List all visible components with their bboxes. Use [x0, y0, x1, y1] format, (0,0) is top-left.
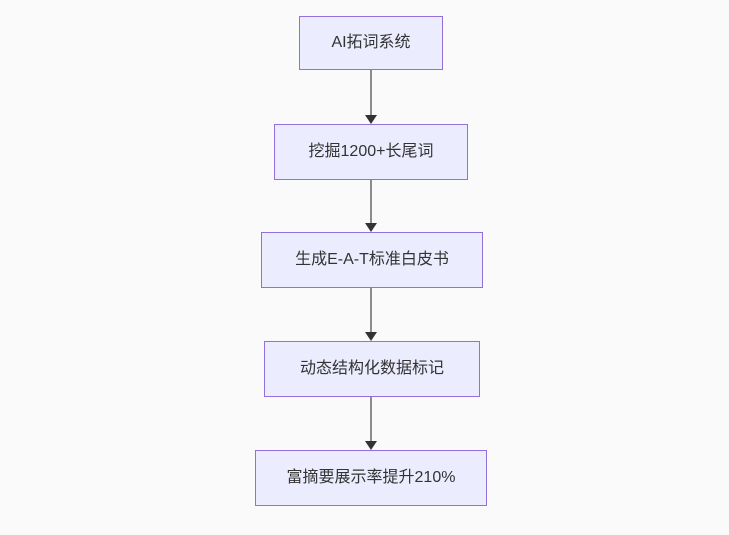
flowchart-node-rich-snippet-result: 富摘要展示率提升210%: [255, 450, 487, 506]
flow-arrow-1: [364, 70, 378, 124]
arrowhead-down-icon: [365, 115, 377, 124]
node-label: 动态结构化数据标记: [299, 360, 444, 377]
flowchart-node-ai-word-system: AI拓词系统: [299, 16, 443, 70]
flow-arrow-4: [364, 397, 378, 450]
flowchart-node-longtail-mining: 挖掘1200+长尾词: [274, 124, 468, 180]
arrowhead-down-icon: [365, 332, 377, 341]
node-label: 富摘要展示率提升210%: [286, 469, 456, 486]
flowchart-node-structured-data: 动态结构化数据标记: [264, 341, 480, 397]
arrow-line: [370, 70, 372, 115]
node-label: 生成E-A-T标准白皮书: [295, 251, 449, 268]
node-label: AI拓词系统: [331, 34, 411, 51]
arrow-line: [370, 288, 372, 332]
flow-arrow-2: [364, 180, 378, 232]
arrow-line: [370, 180, 372, 223]
flow-arrow-3: [364, 288, 378, 341]
arrowhead-down-icon: [365, 441, 377, 450]
arrowhead-down-icon: [365, 223, 377, 232]
arrow-line: [370, 397, 372, 441]
node-label: 挖掘1200+长尾词: [308, 143, 434, 160]
flowchart-node-eat-whitepaper: 生成E-A-T标准白皮书: [261, 232, 483, 288]
